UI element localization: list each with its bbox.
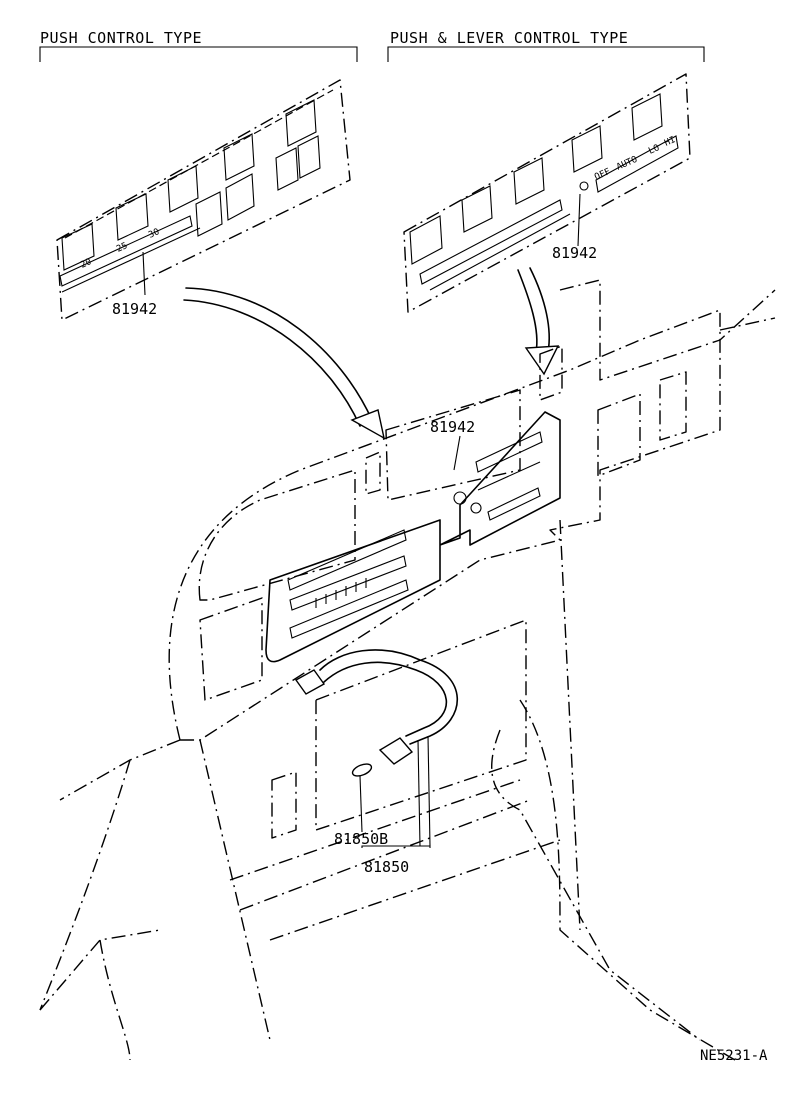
lever-mode-auto: AUTO — [615, 155, 639, 173]
push-panel-button — [61, 223, 95, 271]
left-arrow-line — [185, 287, 373, 421]
push-lever-bracket — [387, 46, 705, 62]
recirc-button-icon[interactable] — [470, 502, 482, 514]
lever-panel-outline — [403, 73, 691, 313]
right-arrowhead-icon — [524, 345, 560, 376]
dashboard-outline — [168, 309, 721, 741]
push-lever-title: PUSH & LEVER CONTROL TYPE — [390, 29, 628, 47]
sensor-connector — [294, 669, 326, 695]
installed-control-panel[interactable]: 81942 — [265, 411, 561, 663]
center-panel-part-number: 81942 — [430, 418, 475, 436]
sensor-clip — [351, 763, 373, 777]
temperature-sensor[interactable]: 81850B 81850 — [294, 649, 459, 876]
left-vent-outline — [198, 469, 356, 601]
lever-mode-off: OFF — [593, 167, 612, 183]
left-arrowhead-icon — [350, 409, 386, 440]
lever-panel-part-number: 81942 — [552, 244, 597, 262]
fan-lever-slot[interactable] — [475, 431, 543, 473]
lever-mode-hi: HI — [663, 135, 677, 149]
push-panel-outline — [56, 79, 351, 321]
push-control-header: PUSH CONTROL TYPE — [39, 29, 358, 62]
push-temp-20: 20 — [79, 257, 93, 271]
right-arrow-line — [517, 269, 538, 353]
sensor-cable — [319, 649, 459, 745]
push-temp-25: 25 — [115, 241, 129, 255]
temp-slider[interactable] — [315, 578, 367, 608]
push-lever-header: PUSH & LEVER CONTROL TYPE — [387, 29, 705, 62]
dashboard-assembly — [39, 279, 776, 1061]
push-control-panel: 20 25 30 81942 — [56, 79, 351, 321]
sensor-part-number: 81850 — [364, 858, 409, 876]
sensor-clip-part-number: 81850B — [334, 830, 388, 848]
center-cutout — [385, 389, 521, 501]
push-panel-part-number: 81942 — [112, 300, 157, 318]
control-panel-outline — [265, 411, 561, 663]
sensor-body — [378, 737, 414, 765]
figure-code: NE5231-A — [700, 1048, 768, 1064]
fan-icon — [579, 181, 589, 191]
air-mode-knob-icon[interactable] — [453, 491, 467, 505]
lever-mode-lo: LO — [647, 143, 661, 157]
push-temp-30: 30 — [147, 227, 161, 241]
push-control-title: PUSH CONTROL TYPE — [40, 29, 202, 47]
lower-cavity — [315, 619, 527, 831]
push-control-bracket — [39, 46, 358, 62]
push-lever-panel: OFF AUTO LO HI 81942 — [403, 73, 691, 313]
assembly-arrows — [183, 267, 560, 440]
